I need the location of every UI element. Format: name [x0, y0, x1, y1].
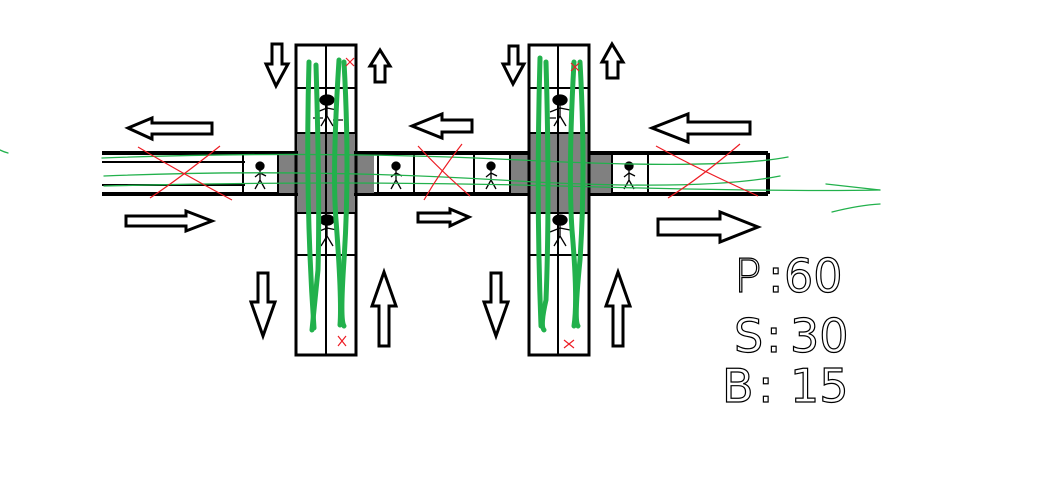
pedestrian-icon [546, 94, 571, 127]
arrow-icon [407, 111, 474, 141]
timing-s-sep: : [766, 309, 782, 363]
pedestrian-icon [254, 161, 267, 190]
arrow-icon [124, 208, 217, 234]
arrow-icon [263, 42, 291, 90]
timing-p-sep: : [768, 249, 784, 303]
cross-mark-icon [417, 143, 471, 201]
direction-arrows [124, 41, 763, 348]
timing-b: B [722, 359, 754, 413]
arrow-icon [647, 111, 752, 145]
cross-mark-icon [337, 335, 347, 347]
arrow-icon [248, 271, 278, 341]
cross-mark-icon [655, 143, 759, 199]
vehicle-paths [0, 55, 881, 333]
blocked-marks [137, 57, 759, 349]
timing-s-value: 30 [790, 309, 849, 363]
timing-p-value: 60 [784, 249, 843, 303]
cross-mark-icon [137, 145, 233, 201]
arrow-icon [599, 41, 626, 80]
arrow-icon [367, 47, 393, 84]
pedestrian-icon [485, 161, 498, 190]
arrow-icon [481, 271, 511, 341]
timing-s: S [734, 309, 763, 363]
cross-mark-icon [563, 339, 575, 349]
arrow-icon [416, 206, 473, 229]
timing-b-value: 15 [790, 359, 849, 413]
timing-p: P [734, 249, 762, 303]
timing-legend: P : 60 S : 30 B : 15 [721, 248, 849, 413]
pedestrian-icon [313, 94, 343, 127]
arrow-icon [603, 267, 633, 348]
arrow-icon [369, 267, 399, 348]
cross-mark-icon [570, 62, 580, 72]
arrow-icon [124, 115, 214, 142]
arrow-icon [656, 209, 763, 245]
timing-b-sep: : [758, 359, 774, 413]
cross-mark-icon [345, 57, 355, 67]
pedestrian-icon [549, 214, 571, 247]
arrow-icon [500, 44, 527, 88]
